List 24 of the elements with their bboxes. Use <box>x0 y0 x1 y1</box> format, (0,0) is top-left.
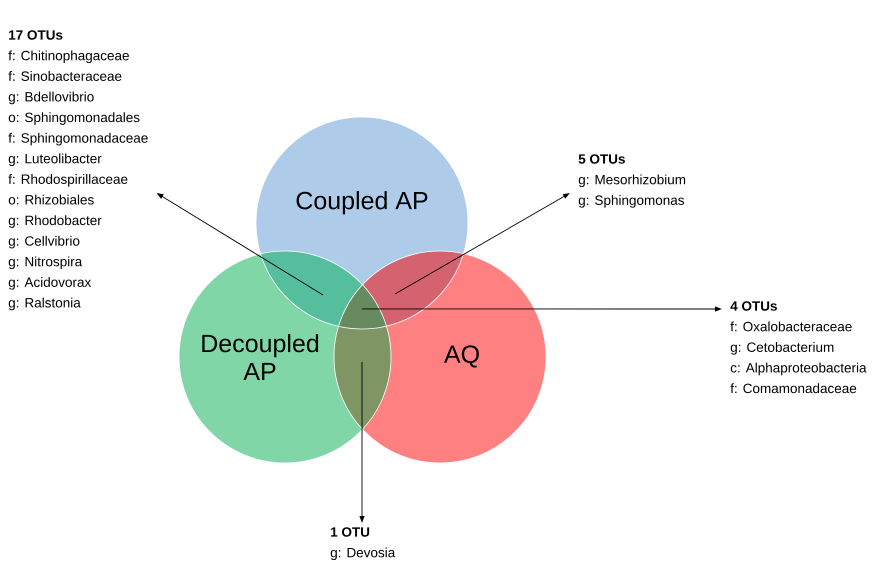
taxon-label: g: Rhodobacter <box>8 215 102 228</box>
group-heading: 1 OTU <box>331 527 370 537</box>
taxon-label: f: Comamonadaceae <box>730 383 856 394</box>
taxon-label: g: Mesorhizobium <box>578 174 686 188</box>
taxon-label: f: Sphingomonadaceae <box>8 132 148 146</box>
taxon-label: g: Cellvibrio <box>8 236 80 248</box>
taxon-label: f: Chitinophagaceae <box>8 50 129 64</box>
taxon-label: f: Oxalobacteraceae <box>730 321 852 332</box>
taxon-label: g: Bdellovibrio <box>8 92 94 104</box>
group-heading: 5 OTUs <box>578 154 625 164</box>
taxon-label: g: Cetobacterium <box>730 342 834 355</box>
taxon-label: f: Sinobacteraceae <box>8 71 122 81</box>
taxon-label: g: Nitrospira <box>8 256 82 270</box>
taxon-label: f: Rhodospirillaceae <box>8 174 128 187</box>
group-heading: 17 OTUs <box>9 30 62 40</box>
taxon-label: o: Rhizobiales <box>8 194 94 205</box>
taxon-label: c: Alphaproteobacteria <box>730 362 867 376</box>
taxon-label: g: Devosia <box>330 547 396 560</box>
taxon-label: g: Ralstonia <box>8 298 81 310</box>
taxon-label: g: Luteolibacter <box>8 153 102 166</box>
taxon-label: g: Acidovorax <box>8 277 92 290</box>
group-heading: 4 OTUs <box>730 301 777 311</box>
taxon-label: o: Sphingomonadales <box>8 112 140 125</box>
taxon-label: g: Sphingomonas <box>578 195 684 208</box>
